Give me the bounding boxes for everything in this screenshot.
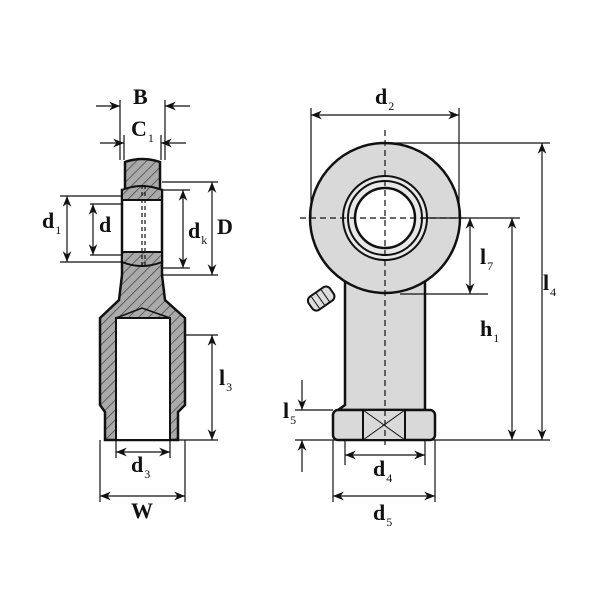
label-D: D [217, 214, 233, 239]
label-d1: d1 [42, 208, 62, 237]
label-h1: h1 [480, 316, 500, 345]
shank [334, 278, 427, 412]
label-l4: l4 [543, 270, 557, 299]
label-d4: d4 [373, 456, 393, 485]
label-W: W [131, 498, 153, 523]
housing-section [123, 157, 162, 192]
section-view [60, 100, 218, 502]
grease-nipple [306, 285, 336, 312]
label-l5: l5 [283, 398, 297, 427]
label-l7: l7 [480, 244, 494, 273]
label-B: B [133, 84, 148, 109]
label-l3: l3 [219, 365, 233, 394]
label-d2: d2 [375, 84, 395, 113]
label-d: d [99, 212, 112, 237]
label-d5: d5 [373, 500, 393, 529]
front-view [295, 108, 550, 502]
label-dk: dk [188, 218, 208, 247]
label-C1: C1 [131, 116, 154, 145]
label-d3: d3 [131, 452, 151, 481]
